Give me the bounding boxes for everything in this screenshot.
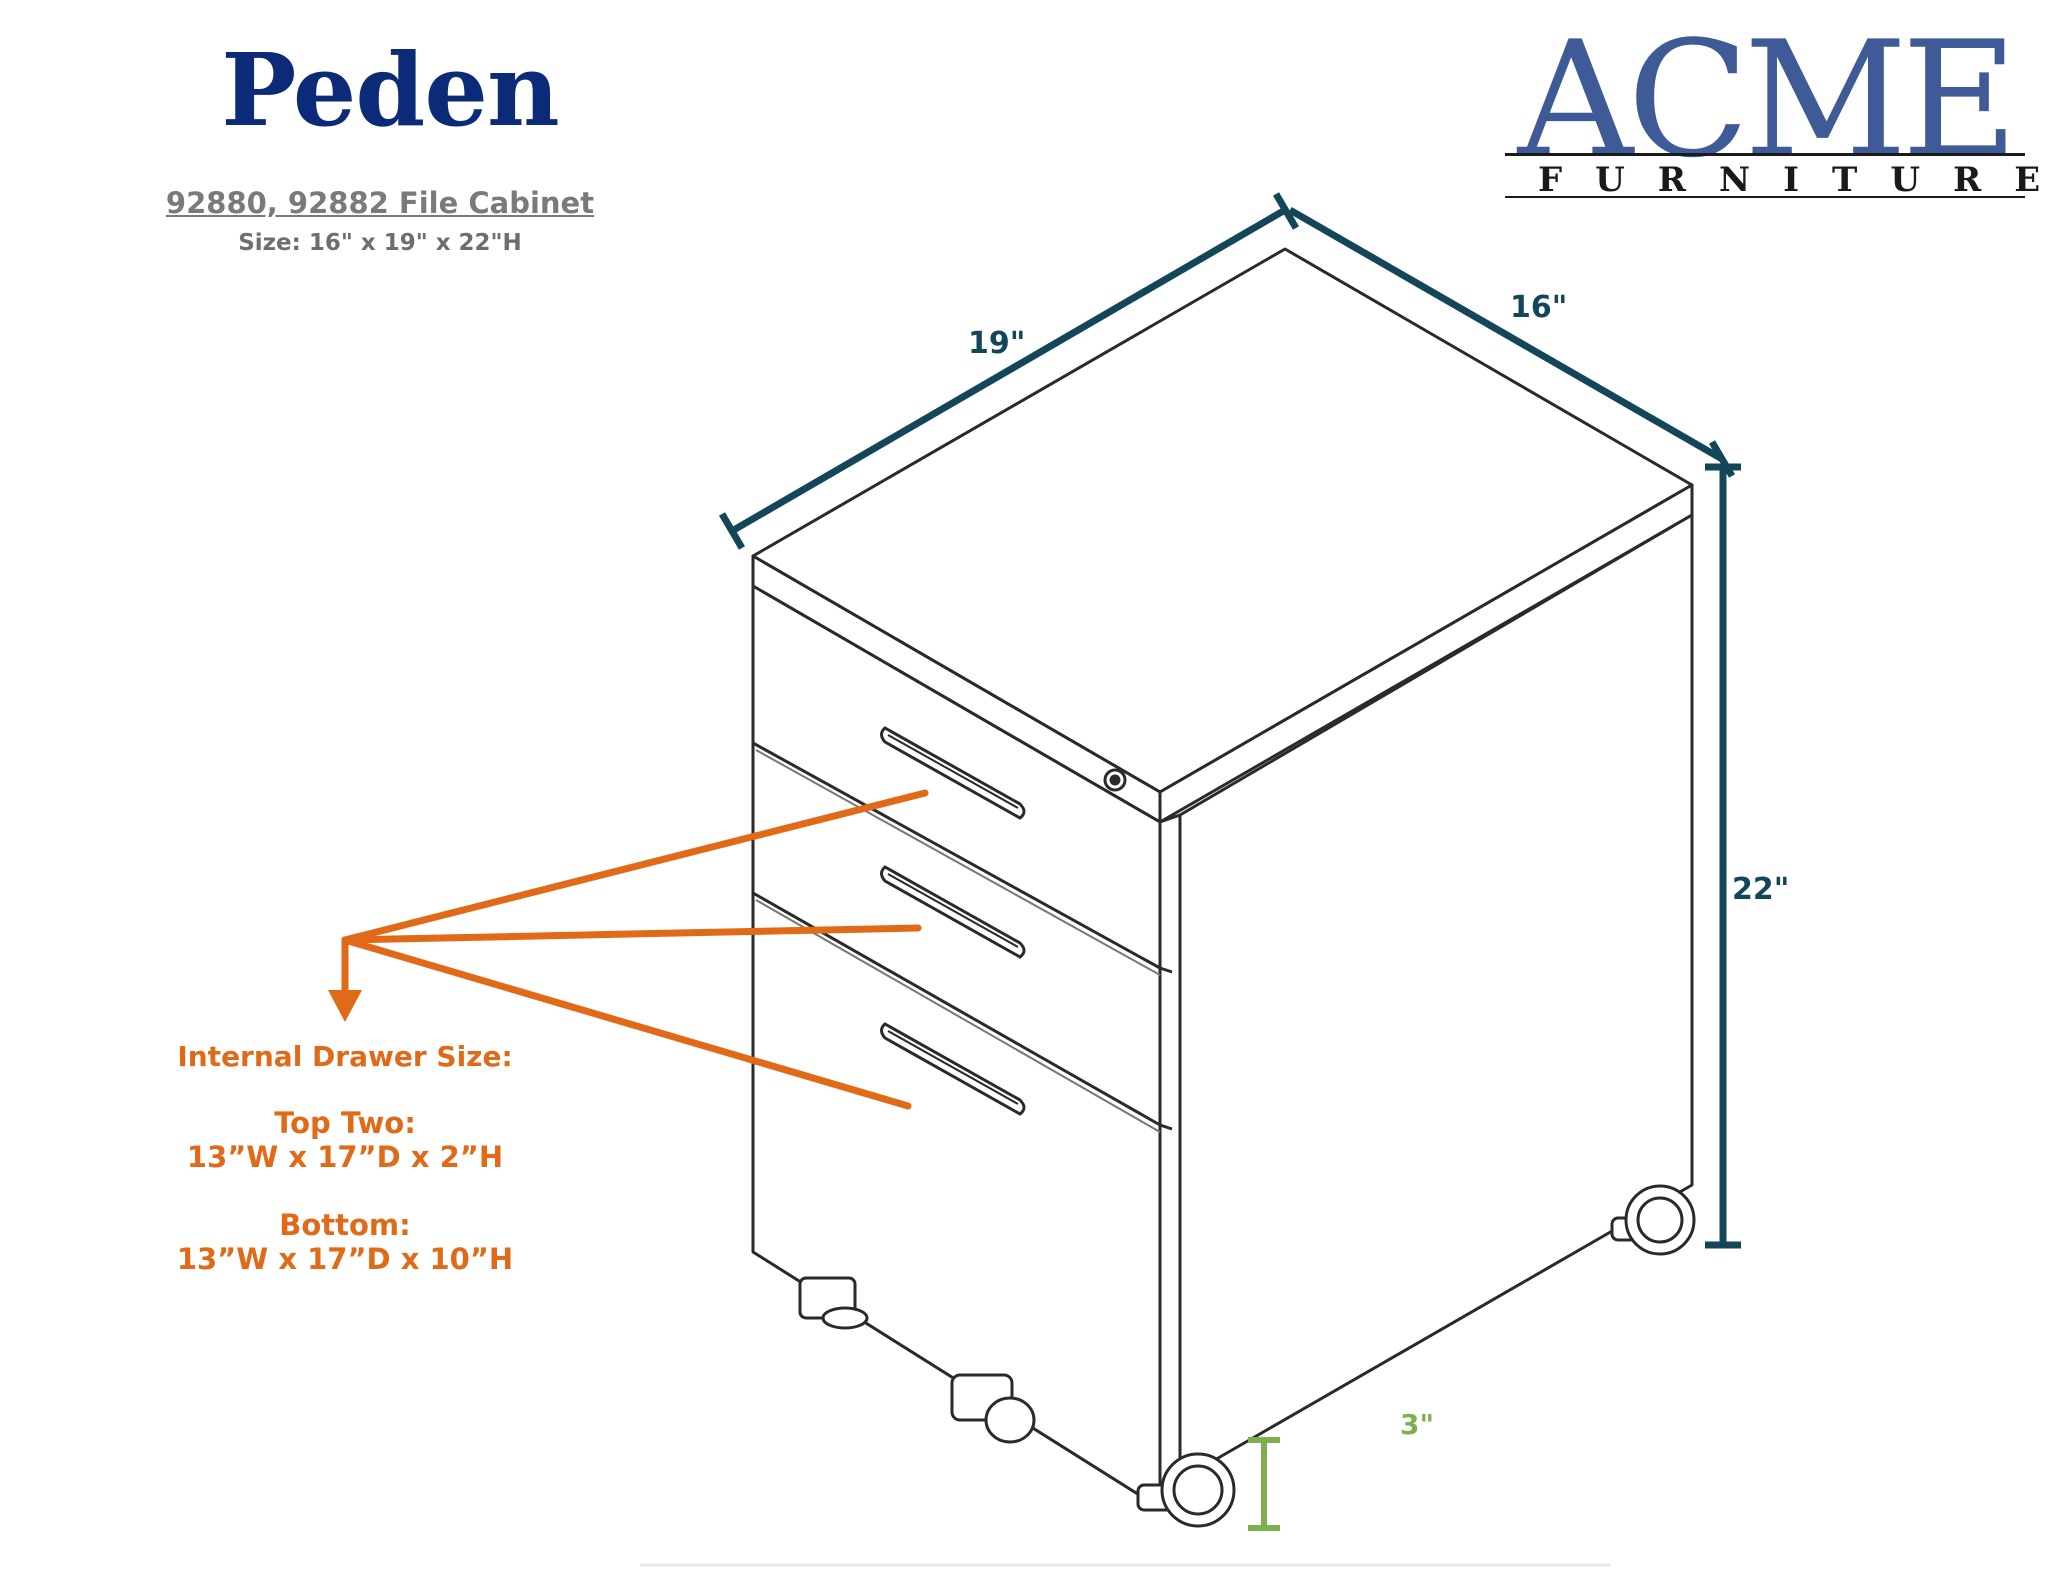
drawer-seam-1 [752, 741, 1161, 970]
callout-line-bottom [341, 936, 912, 1110]
drawer-info-heading: Internal Drawer Size: [177, 1040, 513, 1073]
caster-back-left [798, 1276, 869, 1330]
dimension-line-width [730, 206, 1287, 535]
brand-logo: ACME [1517, 6, 2019, 193]
drawer-info-bottom-label: Bottom: [279, 1208, 411, 1242]
dimension-label-height: 22" [1732, 872, 1790, 907]
brand-subtitle: FURNITURE [1538, 160, 2048, 200]
caster-front-right [1136, 1452, 1236, 1528]
callout-line-middle [341, 924, 922, 944]
dimension-label-depth: 16" [1510, 290, 1568, 325]
callout-line-top [341, 789, 929, 944]
brand-divider-bottom [1505, 196, 2025, 198]
drawer-handle-top [880, 726, 1026, 820]
dimension-label-width: 19" [968, 326, 1026, 361]
dimension-label-caster: 3" [1400, 1408, 1435, 1441]
drawer-info-bottom-size: 13”W x 17”D x 10”H [176, 1242, 514, 1276]
drawer-info-top-label: Top Two: [274, 1106, 416, 1140]
drawer-handle-middle [880, 865, 1026, 959]
drawer-handle-bottom [880, 1022, 1026, 1116]
callout-arrow-icon [328, 990, 362, 1022]
brand-divider [1505, 153, 2025, 156]
caster-back-right [1610, 1184, 1696, 1256]
product-model-line: 92880, 92882 File Cabinet [165, 186, 595, 220]
product-title: Peden [221, 31, 559, 149]
caster-front-left [950, 1373, 1036, 1444]
product-size-line: Size: 16" x 19" x 22"H [238, 230, 522, 256]
drawer-info-top-size: 13”W x 17”D x 2”H [186, 1140, 504, 1174]
dimension-line-depth [1288, 206, 1724, 463]
